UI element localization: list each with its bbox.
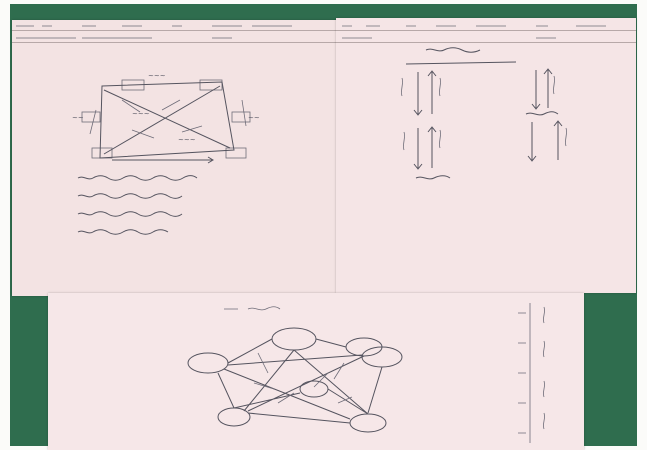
network-nodes <box>188 328 402 432</box>
worksheet-top-left: ~~~ ~~ ~~ ~~~ ~~~ <box>12 20 340 296</box>
bottom-network-sketch <box>48 293 584 450</box>
svg-text:~~: ~~ <box>72 114 84 122</box>
svg-text:~~~: ~~~ <box>132 110 150 118</box>
svg-text:~~: ~~ <box>248 114 260 122</box>
worksheet-top-right <box>336 18 636 293</box>
worksheet-bottom <box>48 293 584 450</box>
svg-text:~~~: ~~~ <box>178 136 196 144</box>
top-left-sketch: ~~~ ~~ ~~ ~~~ ~~~ <box>12 20 340 296</box>
svg-text:~~~: ~~~ <box>148 72 166 80</box>
top-right-sketch <box>336 18 636 293</box>
